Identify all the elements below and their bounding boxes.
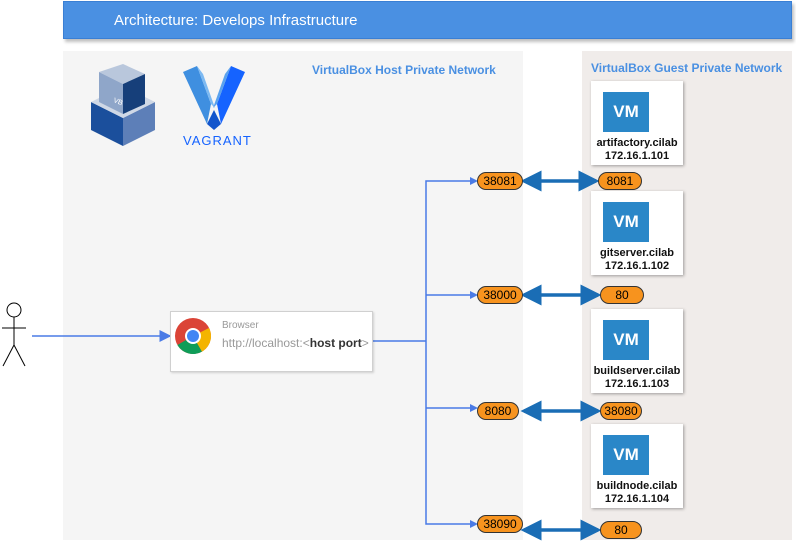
vagrant-wordmark: VAGRANT: [183, 133, 252, 148]
svg-text:VB: VB: [112, 97, 123, 107]
vm-name: buildnode.cilab: [596, 480, 678, 492]
chrome-icon: [175, 318, 211, 355]
vm-gitserver: VM gitserver.cilab 172.16.1.102: [591, 191, 683, 275]
vm-icon: VM: [603, 92, 649, 132]
browser-to-port-links: [373, 180, 476, 525]
browser-box: Browser http://localhost:<host port>: [170, 311, 373, 372]
host-port-badge: 8080: [477, 402, 519, 420]
user-stick-figure-icon: [2, 302, 26, 367]
vagrant-logo-icon: [183, 66, 245, 130]
browser-label: Browser: [222, 320, 259, 331]
host-port-badge: 38081: [477, 172, 523, 190]
guest-port-badge: 80: [600, 286, 644, 304]
browser-url: http://localhost:<host port>: [222, 336, 369, 350]
vm-artifactory: VM artifactory.cilab 172.16.1.101: [591, 81, 683, 165]
vm-buildserver: VM buildserver.cilab 172.16.1.103: [591, 309, 683, 393]
host-port-badge: 38090: [477, 515, 523, 533]
vm-name: buildserver.cilab: [593, 365, 681, 377]
vm-ip: 172.16.1.102: [604, 260, 670, 272]
guest-port-badge: 80: [600, 521, 642, 539]
host-port-badge: 38000: [477, 286, 523, 304]
vm-name: artifactory.cilab: [596, 137, 678, 149]
guest-port-badge: 8081: [598, 172, 642, 190]
virtualbox-logo-icon: VB: [91, 64, 155, 146]
host-network-label: VirtualBox Host Private Network: [312, 63, 496, 77]
vm-name: gitserver.cilab: [600, 247, 674, 259]
title-bar: Architecture: Develops Infrastructure: [63, 1, 792, 39]
vm-ip: 172.16.1.101: [604, 150, 670, 162]
vm-icon: VM: [603, 320, 649, 360]
vm-ip: 172.16.1.103: [604, 378, 670, 390]
vm-icon: VM: [603, 435, 649, 475]
guest-port-badge: 38080: [600, 402, 642, 420]
guest-network-label: VirtualBox Guest Private Network: [591, 61, 783, 75]
vm-buildnode: VM buildnode.cilab 172.16.1.104: [591, 424, 683, 508]
page-title: Architecture: Develops Infrastructure: [114, 12, 358, 29]
vm-icon: VM: [603, 202, 649, 242]
vm-ip: 172.16.1.104: [604, 493, 670, 505]
